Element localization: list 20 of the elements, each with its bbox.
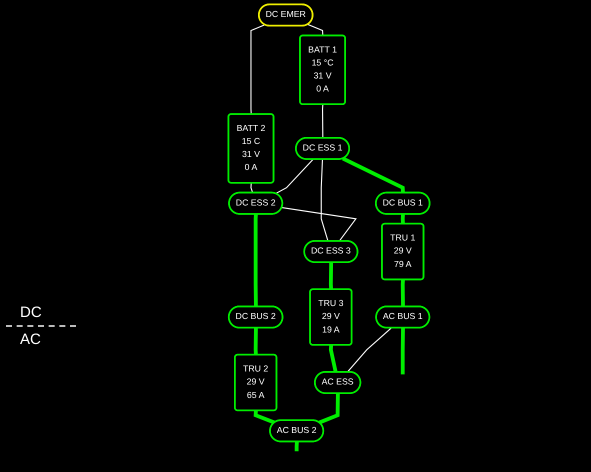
section-label: AC — [20, 331, 42, 348]
connector — [328, 262, 334, 290]
connector — [320, 159, 329, 242]
connector — [400, 280, 405, 307]
connector — [342, 156, 405, 193]
section-label: DC — [20, 304, 43, 321]
connector — [282, 207, 357, 242]
connector — [275, 158, 314, 194]
connector — [307, 24, 324, 36]
connector — [322, 104, 324, 138]
connector — [400, 328, 405, 374]
connector — [250, 183, 254, 194]
connector — [250, 24, 266, 114]
connector — [346, 328, 392, 372]
connector — [328, 345, 338, 373]
connector — [400, 214, 405, 224]
connector — [254, 328, 258, 356]
connector — [254, 410, 276, 424]
connector — [254, 214, 258, 307]
connector — [294, 442, 299, 452]
